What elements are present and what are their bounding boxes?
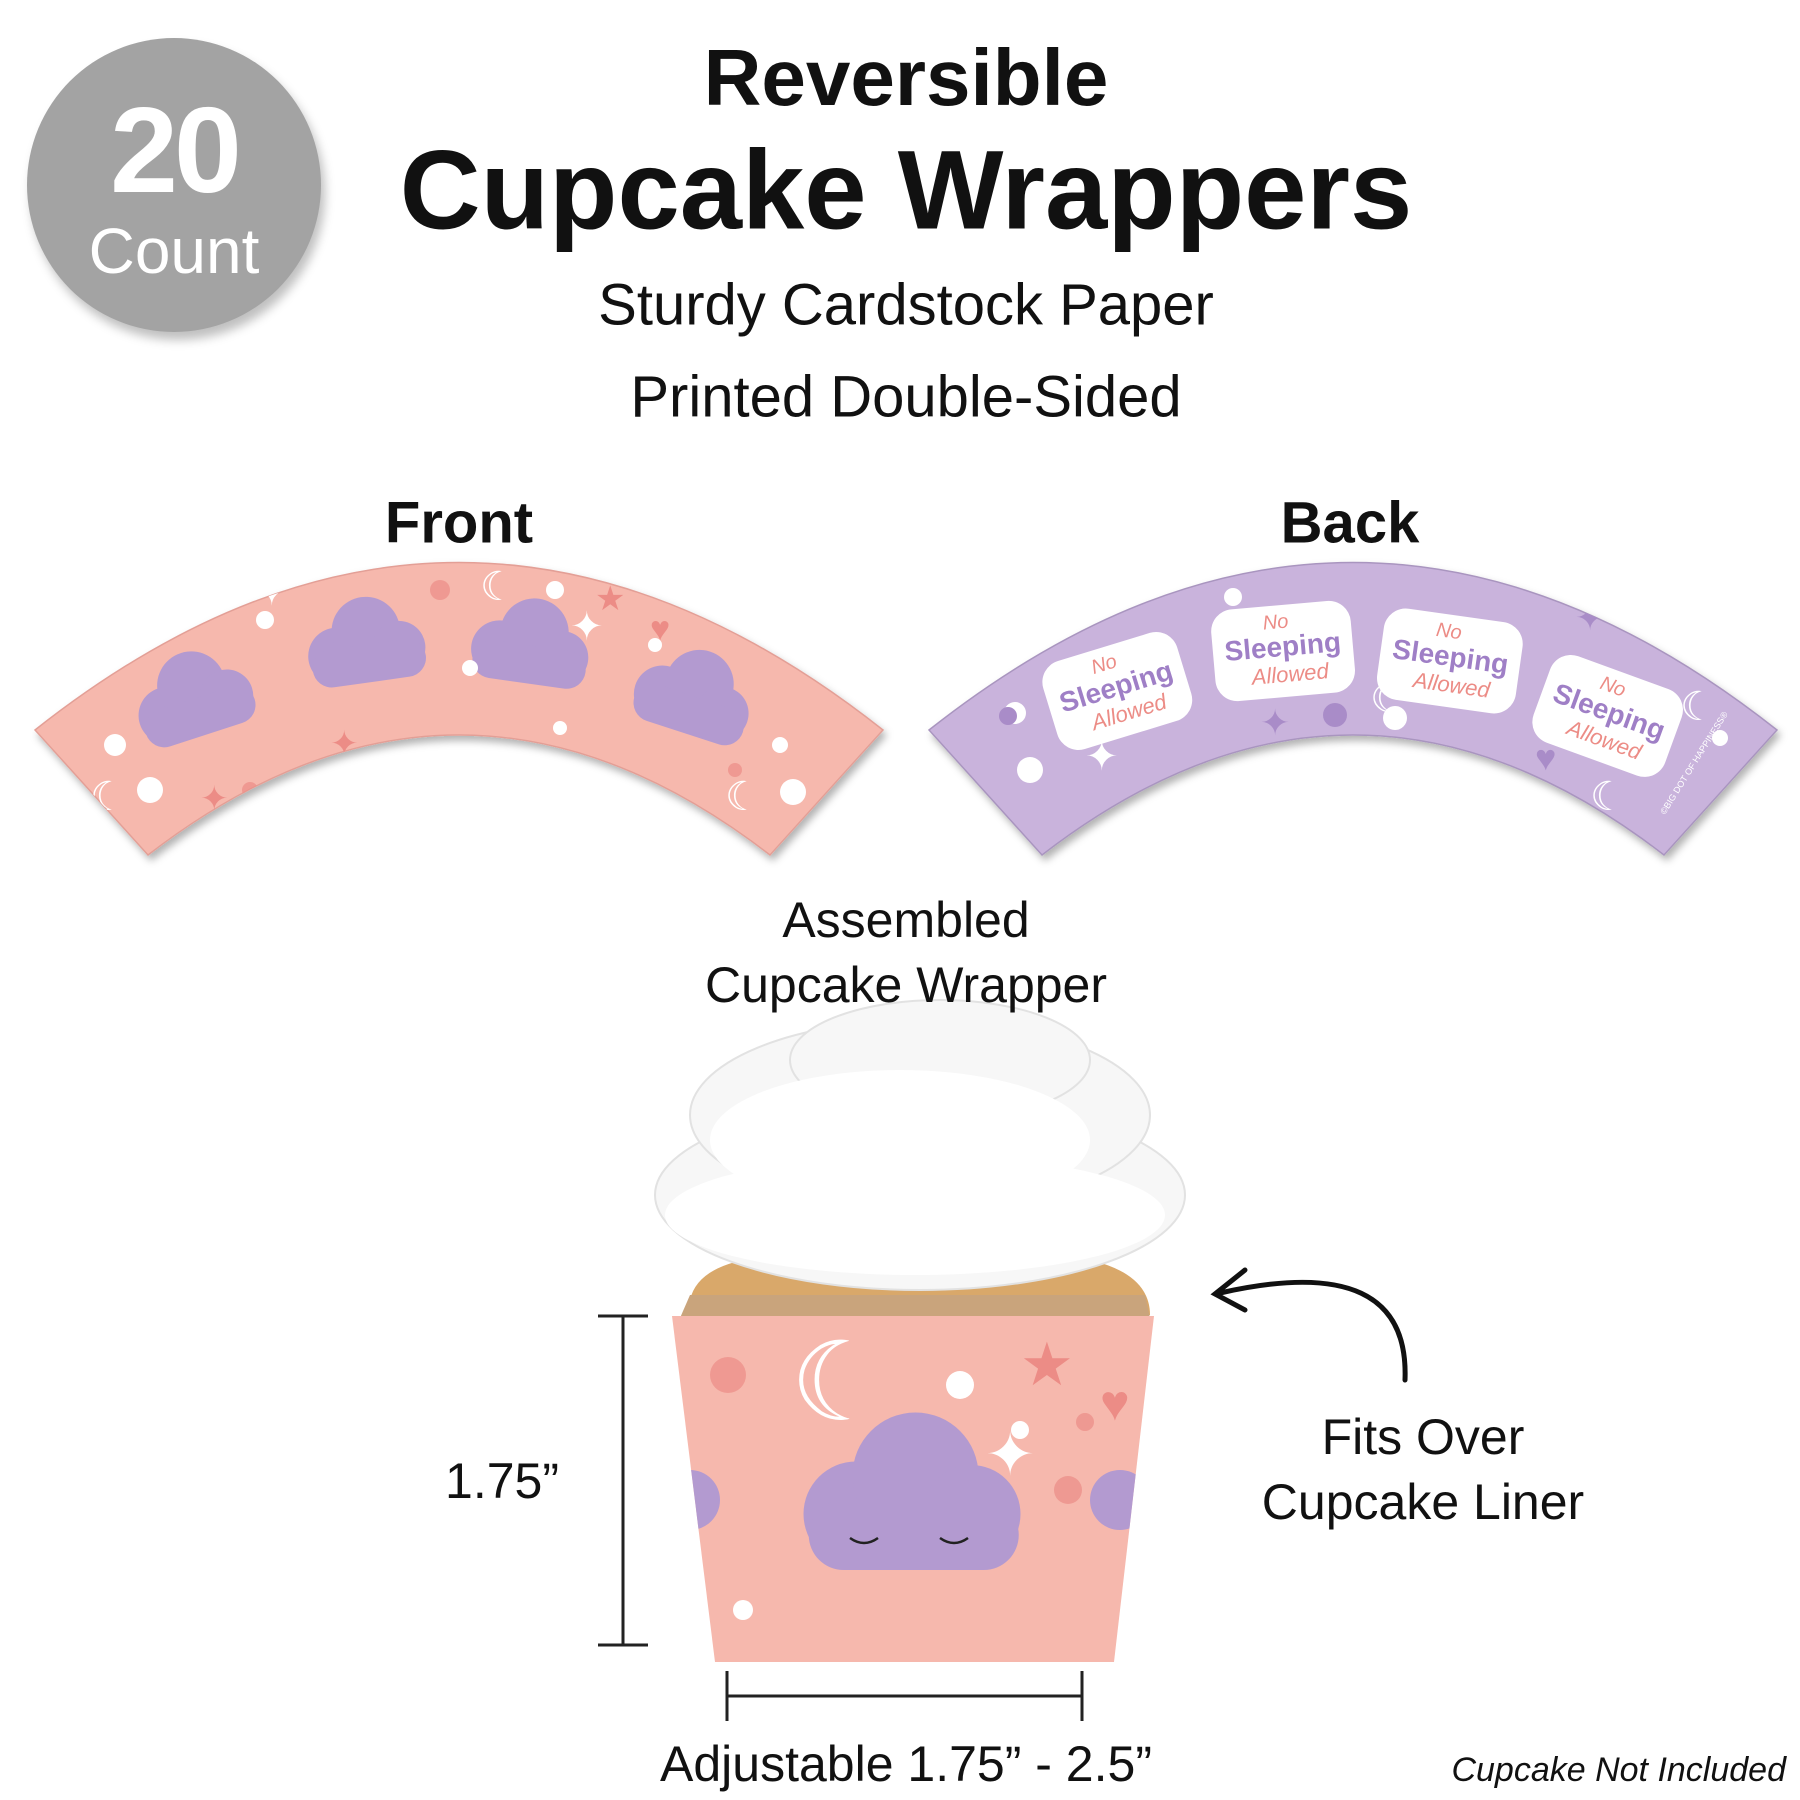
fits-label-line1: Fits Over [1321,1409,1525,1465]
cupcake-photo [654,999,1186,1318]
svg-text:♥: ♥ [1100,1375,1130,1431]
back-label: Back [1280,490,1420,556]
page-title: Cupcake Wrappers [399,127,1413,253]
count-label: Count [88,215,260,287]
svg-text:★: ★ [1020,1331,1074,1398]
height-dimension-line [598,1314,648,1647]
assembled-label-line2: Cupcake Wrapper [704,957,1108,1013]
assembled-label-line1: Assembled [782,892,1030,948]
count-badge: 20 Count [27,38,321,332]
svg-text:✦: ✦ [570,605,604,649]
svg-text:☾: ☾ [1680,685,1716,729]
svg-text:✦: ✦ [200,780,229,818]
svg-text:♥: ♥ [650,610,670,648]
svg-text:☾: ☾ [790,1321,889,1444]
pillow: No Sleeping Allowed [1376,608,1523,714]
svg-text:✦: ✦ [985,1421,1035,1488]
front-wrapper [33,561,885,857]
arrow-icon [1210,1267,1408,1383]
svg-text:✦: ✦ [330,725,359,763]
svg-text:★: ★ [595,580,625,618]
pillow: No Sleeping Allowed [1211,600,1355,702]
assembled-wrapper: ☾ ✦ ★ ♥ [672,1316,1154,1662]
pillow-no: No [1435,619,1463,644]
width-dimension-line [725,1671,1084,1721]
svg-text:♥: ♥ [1535,737,1556,778]
fits-label-line2: Cupcake Liner [1261,1474,1585,1530]
svg-text:✦: ✦ [1260,702,1290,743]
svg-text:✦: ✦ [255,570,289,614]
count-number: 20 [110,82,242,218]
width-label: Adjustable 1.75” - 2.5” [660,1736,1152,1792]
pillow: No Sleeping Allowed [1042,631,1193,750]
header-line1: Reversible [703,33,1109,122]
subtitle-double-sided: Printed Double-Sided [630,364,1182,430]
subtitle-cardstock: Sturdy Cardstock Paper [598,272,1214,338]
svg-text:☾: ☾ [725,775,761,819]
svg-text:✦: ✦ [1575,597,1605,638]
svg-text:☾: ☾ [480,565,516,609]
svg-text:☾: ☾ [1590,775,1626,819]
disclaimer: Cupcake Not Included [1451,1751,1786,1789]
front-label: Front [384,490,534,556]
pillow-no: No [1262,610,1289,634]
pillow: No Sleeping Allowed [1532,654,1683,777]
height-label: 1.75” [445,1453,559,1509]
